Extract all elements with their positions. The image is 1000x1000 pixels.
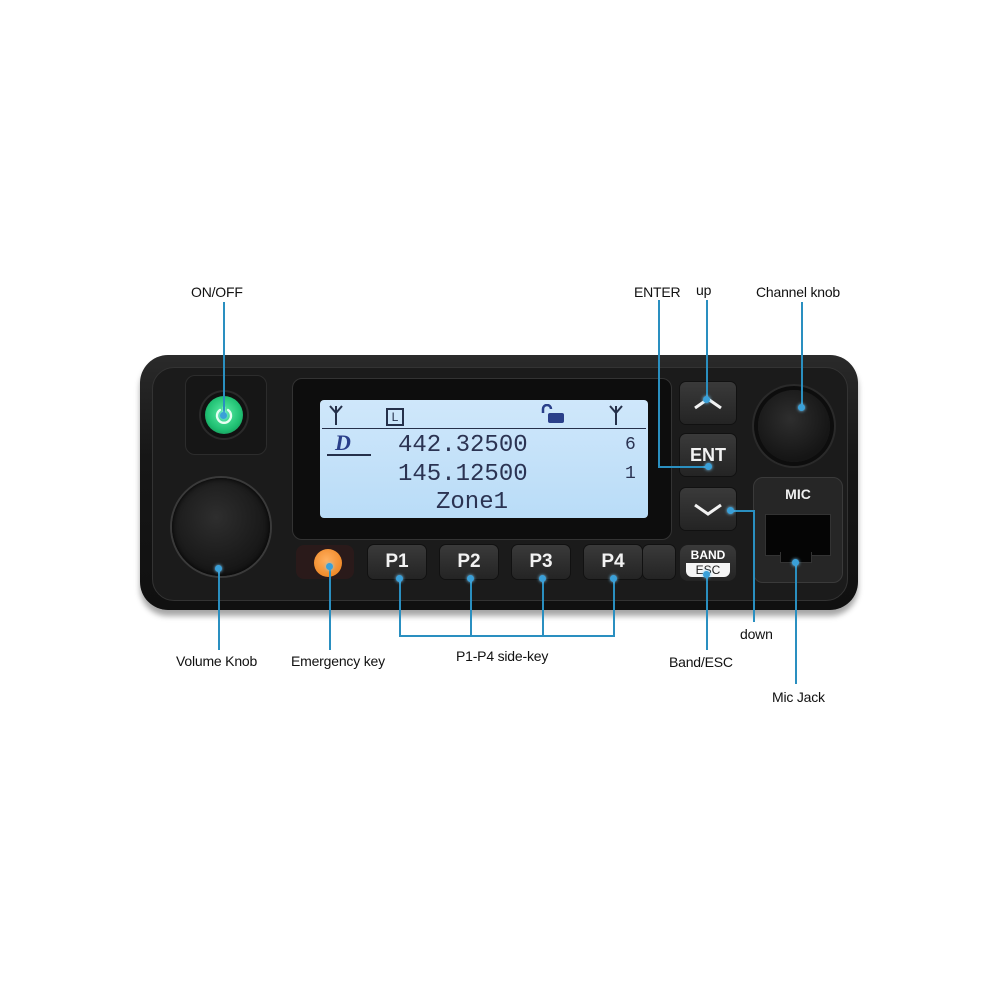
band-esc-key[interactable]: BAND ESC [680, 545, 736, 581]
zone-name: Zone1 [436, 489, 509, 516]
lcd-display [320, 400, 648, 518]
antenna-icon [329, 405, 343, 425]
callout-line-down-h [730, 510, 754, 512]
label-channel-knob: Channel knob [756, 284, 840, 300]
callout-line-p3 [542, 578, 544, 636]
antenna-icon [609, 405, 623, 425]
p3-key[interactable]: P3 [512, 545, 570, 579]
callout-dot-p4 [610, 575, 617, 582]
callout-line-enter-h [658, 466, 708, 468]
blank-key [643, 545, 675, 579]
label-on-off: ON/OFF [191, 284, 243, 300]
label-mic-jack: Mic Jack [772, 689, 825, 705]
label-down: down [740, 626, 773, 642]
callout-dot-p2 [467, 575, 474, 582]
p2-key[interactable]: P2 [440, 545, 498, 579]
unlock-icon [541, 404, 564, 423]
callout-line-on-off [223, 302, 225, 416]
channel-a: 6 [625, 435, 636, 455]
callout-dot-band [703, 571, 710, 578]
callout-line-enter [658, 300, 660, 468]
label-band-esc: Band/ESC [669, 654, 733, 670]
callout-line-up [706, 300, 708, 400]
channel-b: 1 [625, 464, 636, 484]
callout-dot-on-off [220, 412, 227, 419]
label-volume-knob: Volume Knob [176, 653, 258, 669]
volume-knob[interactable] [172, 478, 270, 576]
chevron-down-icon [694, 503, 722, 516]
callout-line-band [706, 574, 708, 650]
esc-label: ESC [686, 563, 730, 577]
callout-dot-p3 [539, 575, 546, 582]
band-label: BAND [690, 548, 726, 562]
frequency-b: 145.12500 [398, 461, 528, 488]
callout-dot-down [727, 507, 734, 514]
callout-dot-volume [215, 565, 222, 572]
channel-knob[interactable] [758, 390, 830, 462]
callout-line-channel [801, 302, 803, 408]
mic-label: MIC [785, 486, 811, 502]
up-key[interactable] [680, 382, 736, 424]
label-up: up [696, 282, 712, 298]
label-emergency-key: Emergency key [291, 653, 385, 669]
callout-dot-enter [705, 463, 712, 470]
lcd-divider [322, 428, 646, 429]
label-p-side-keys: P1-P4 side-key [456, 648, 549, 664]
down-key[interactable] [680, 488, 736, 530]
callout-line-down [753, 510, 755, 622]
callout-dot-up [703, 396, 710, 403]
digital-mode-icon: D [327, 430, 377, 458]
callout-dot-channel [798, 404, 805, 411]
callout-line-emergency [329, 566, 331, 650]
callout-line-p4 [613, 578, 615, 636]
callout-line-p-bar [399, 635, 615, 637]
callout-line-volume [218, 568, 220, 650]
callout-line-p1 [399, 578, 401, 636]
lock-mode-icon: L [386, 408, 404, 426]
p4-key[interactable]: P4 [584, 545, 642, 579]
callout-line-p2 [470, 578, 472, 636]
label-enter: ENTER [634, 284, 681, 300]
frequency-a: 442.32500 [398, 432, 528, 459]
p1-key[interactable]: P1 [368, 545, 426, 579]
callout-dot-emergency [326, 563, 333, 570]
callout-line-mic [795, 562, 797, 684]
mic-jack[interactable] [765, 514, 831, 556]
callout-dot-mic [792, 559, 799, 566]
callout-dot-p1 [396, 575, 403, 582]
